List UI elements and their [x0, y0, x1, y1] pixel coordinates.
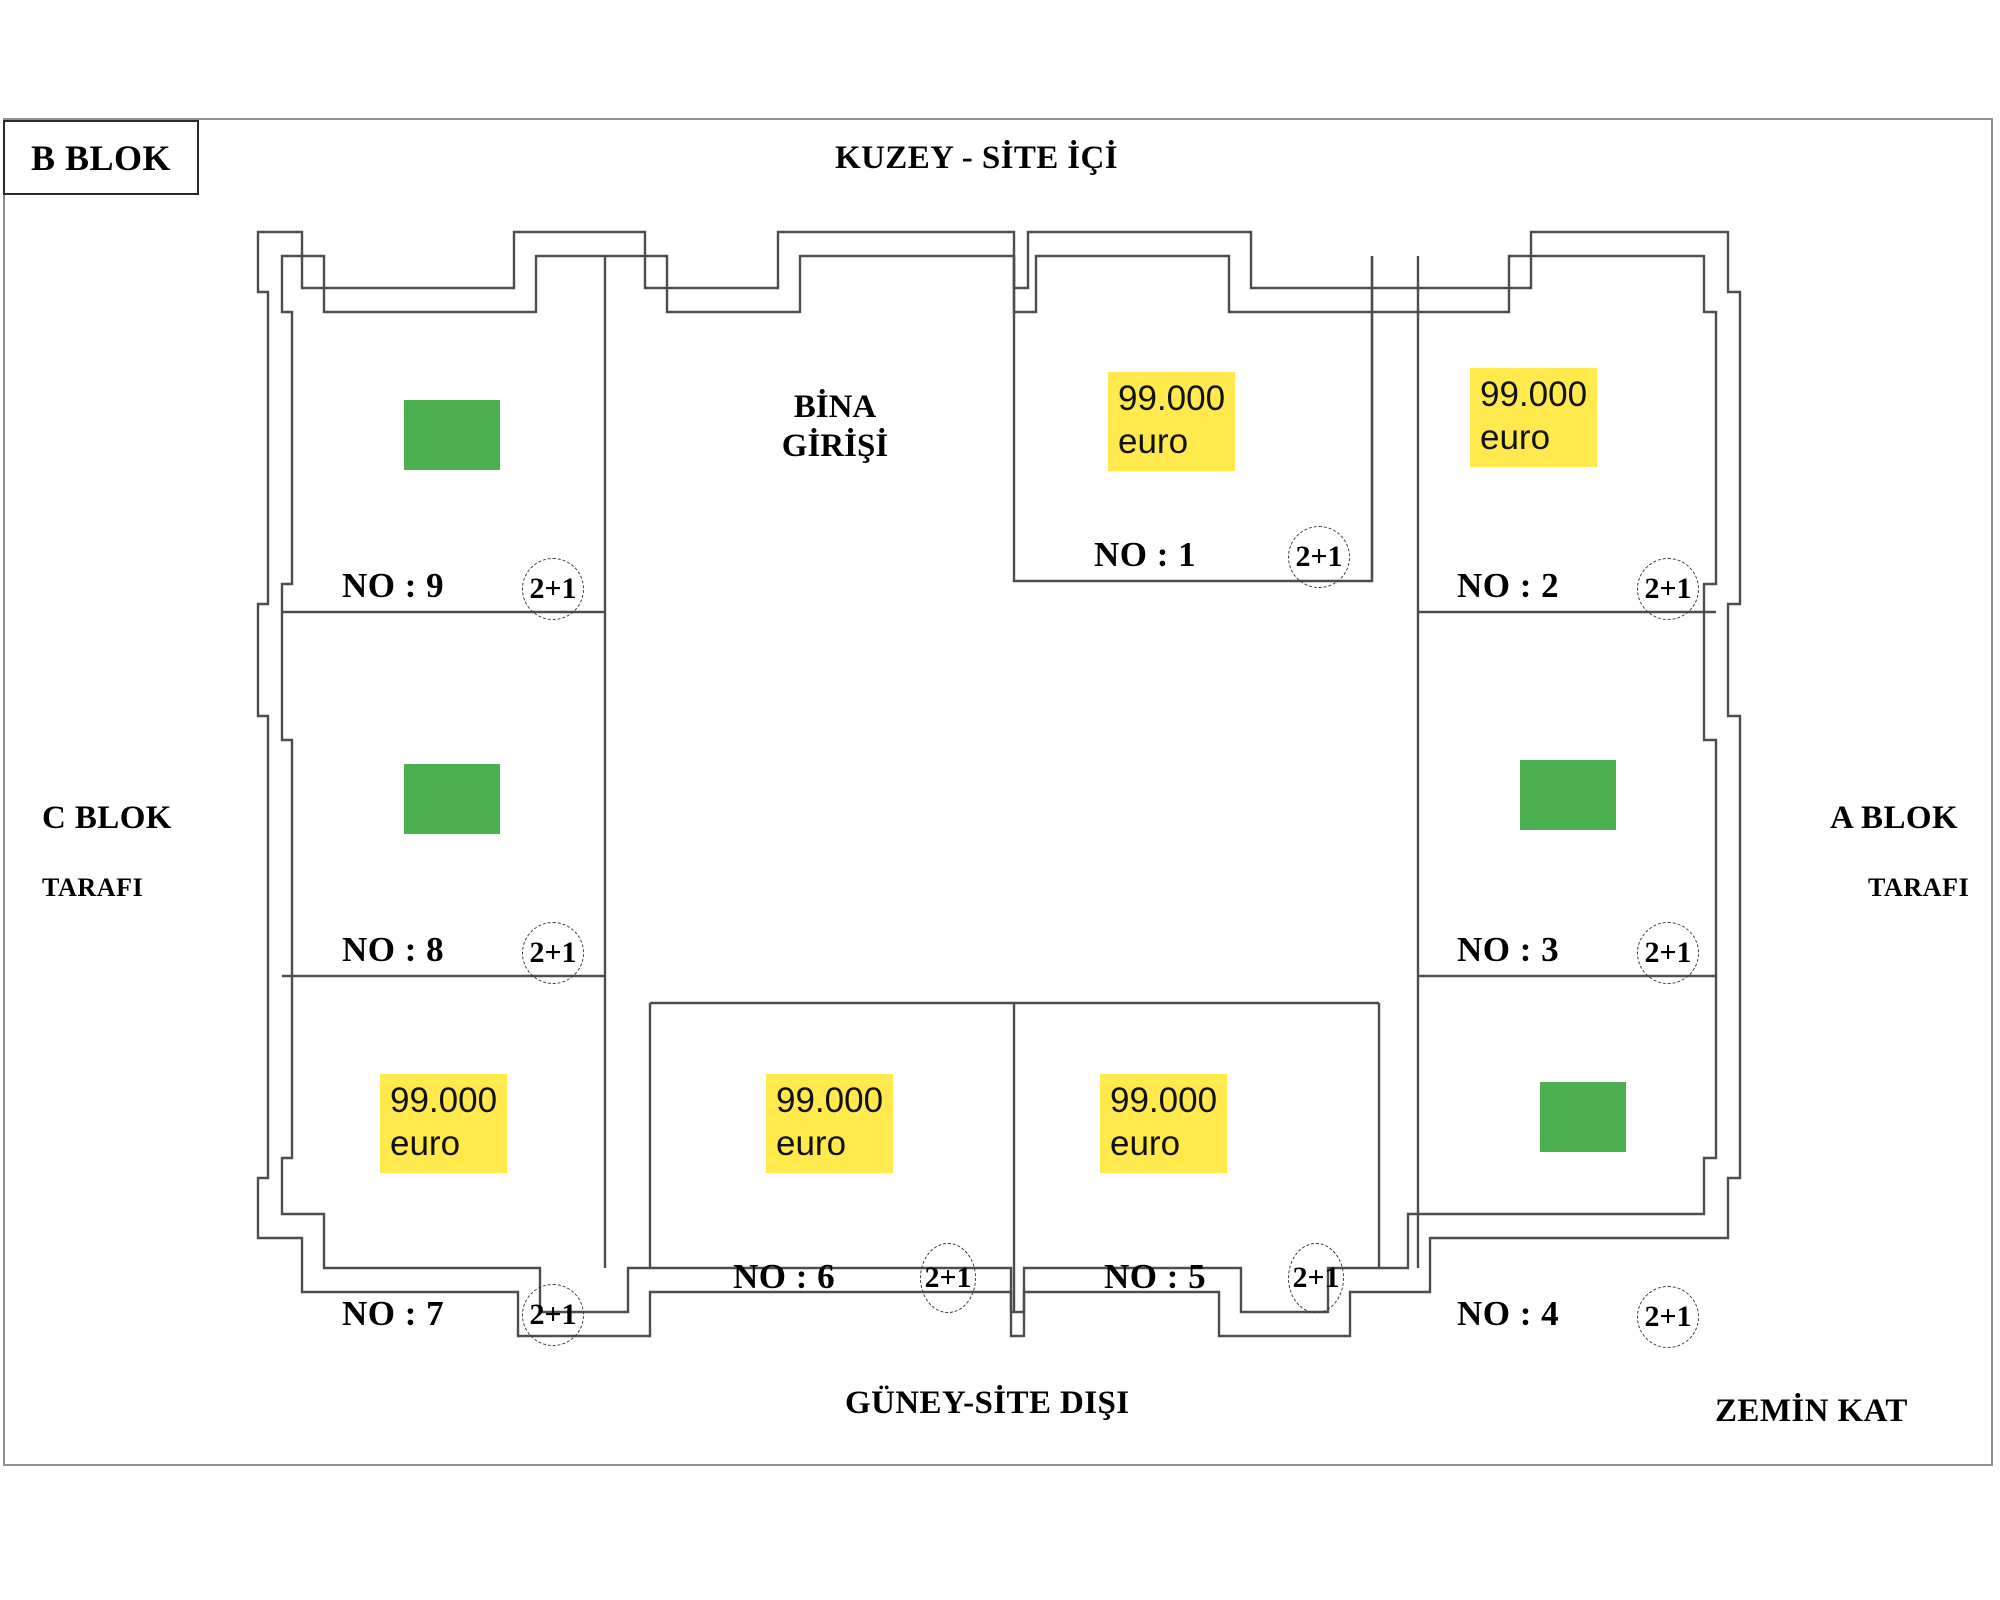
left-block-sublabel: TARAFI: [42, 873, 144, 902]
price-tag-unit-7: 99.000 euro: [380, 1074, 508, 1174]
unit-label-4: NO : 4: [1457, 1294, 1560, 1333]
north-label: KUZEY - SİTE İÇİ: [835, 140, 1119, 176]
unit-type-text-1: 2+1: [1295, 540, 1343, 573]
price-amount-unit-7: 99.000: [390, 1081, 498, 1120]
unit-type-text-5: 2+1: [1292, 1261, 1340, 1294]
drawing-frame: [3, 118, 1993, 1466]
block-tag-b: B BLOK: [3, 120, 199, 195]
unit-type-text-9: 2+1: [529, 572, 577, 605]
south-label: GÜNEY-SİTE DIŞI: [845, 1385, 1130, 1421]
unit-label-1: NO : 1: [1094, 535, 1197, 574]
unit-type-text-3: 2+1: [1644, 936, 1692, 969]
green-marker-unit-8: [404, 764, 500, 834]
price-amount-unit-2: 99.000: [1480, 375, 1588, 414]
building-entrance-line2: GİRİŞİ: [781, 427, 889, 464]
right-block-sublabel: TARAFI: [1868, 873, 1970, 902]
price-tag-unit-1: 99.000 euro: [1108, 372, 1236, 472]
right-block-label: A BLOK: [1830, 800, 1959, 836]
price-currency-unit-7: euro: [390, 1123, 461, 1163]
unit-type-text-2: 2+1: [1644, 572, 1692, 605]
unit-type-text-8: 2+1: [529, 936, 577, 969]
unit-label-5: NO : 5: [1104, 1257, 1207, 1296]
unit-label-2: NO : 2: [1457, 566, 1560, 605]
unit-label-8: NO : 8: [342, 930, 445, 969]
price-tag-unit-2: 99.000 euro: [1470, 368, 1598, 468]
left-block-label: C BLOK: [42, 800, 172, 836]
unit-type-badge-4: 2+1: [1637, 1286, 1699, 1348]
building-outer-wall: [256, 230, 1742, 1338]
building-entrance-line1: BİNA: [793, 389, 877, 425]
price-currency-unit-1: euro: [1118, 421, 1189, 461]
price-currency-unit-5: euro: [1110, 1123, 1181, 1163]
green-marker-unit-3: [1520, 760, 1616, 830]
unit-label-3: NO : 3: [1457, 930, 1560, 969]
unit-type-text-4: 2+1: [1644, 1300, 1692, 1333]
unit-type-text-7: 2+1: [529, 1298, 577, 1331]
unit-label-6: NO : 6: [733, 1257, 836, 1296]
price-amount-unit-1: 99.000: [1118, 379, 1226, 418]
floor-label: ZEMİN KAT: [1715, 1393, 1908, 1429]
green-marker-unit-9: [404, 400, 500, 470]
unit-type-badge-6: 2+1: [920, 1243, 976, 1313]
green-marker-unit-4: [1540, 1082, 1626, 1152]
unit-label-7: NO : 7: [342, 1294, 445, 1333]
unit-type-badge-5: 2+1: [1288, 1243, 1344, 1313]
unit-type-badge-2: 2+1: [1637, 558, 1699, 620]
price-amount-unit-6: 99.000: [776, 1081, 884, 1120]
unit-type-badge-3: 2+1: [1637, 922, 1699, 984]
building-inner-wall: [280, 254, 1718, 1314]
price-currency-unit-2: euro: [1480, 417, 1551, 457]
unit-type-badge-7: 2+1: [522, 1284, 584, 1346]
price-tag-unit-6: 99.000 euro: [766, 1074, 894, 1174]
unit-label-9: NO : 9: [342, 566, 445, 605]
unit-type-badge-9: 2+1: [522, 558, 584, 620]
unit-type-text-6: 2+1: [924, 1261, 972, 1294]
unit-type-badge-1: 2+1: [1288, 526, 1350, 588]
price-amount-unit-5: 99.000: [1110, 1081, 1218, 1120]
price-tag-unit-5: 99.000 euro: [1100, 1074, 1228, 1174]
block-tag-label: B BLOK: [30, 137, 172, 178]
unit-type-badge-8: 2+1: [522, 922, 584, 984]
price-currency-unit-6: euro: [776, 1123, 847, 1163]
building-entrance-label: BİNA GİRİŞİ: [740, 388, 930, 466]
